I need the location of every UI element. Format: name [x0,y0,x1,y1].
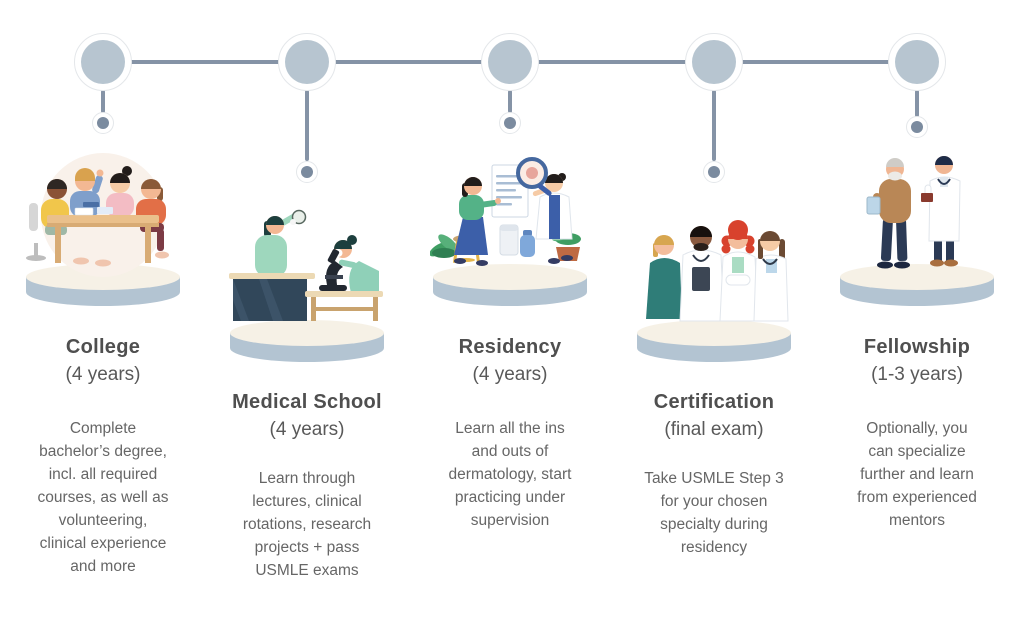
drop-dot-residency [499,112,521,134]
timeline-node-fill [488,40,532,84]
step-title: Residency [458,336,562,358]
timeline-node-fill [895,40,939,84]
drop-dot-fill [504,117,516,129]
drop-dot-fill [708,166,720,178]
timeline-node-fellowship [888,33,946,91]
step-title: Fellowship [863,336,971,358]
drop-dot-certification [703,161,725,183]
medical-school-illustration [229,209,383,321]
pedestal-medical-school [230,320,384,362]
step-title: College [65,336,141,358]
drop-line-medical-school [305,90,309,161]
timeline-node-medical-school [278,33,336,91]
drop-dot-fellowship [906,116,928,138]
drop-dot-fill [301,166,313,178]
pedestal-certification [637,320,791,362]
drop-dot-college [92,112,114,134]
timeline-node-certification [685,33,743,91]
step-duration: (final exam) [664,419,764,440]
drop-line-fellowship [915,90,919,117]
certification-illustration [646,220,789,322]
step-duration: (4 years) [472,364,548,385]
residency-illustration [430,157,581,266]
drop-dot-fill [911,121,923,133]
step-duration: (1-3 years) [871,364,963,385]
step-duration: (4 years) [65,364,141,385]
college-illustration [26,153,169,277]
timeline-node-fill [81,40,125,84]
step-title: Certification [653,391,775,413]
step-duration: (4 years) [269,419,345,440]
drop-dot-fill [97,117,109,129]
drop-dot-medical-school [296,161,318,183]
timeline-node-fill [285,40,329,84]
pedestal-residency [433,264,587,306]
timeline-node-fill [692,40,736,84]
pedestal-college [26,264,180,306]
drop-line-certification [712,90,716,161]
timeline-node-college [74,33,132,91]
timeline-node-residency [481,33,539,91]
drop-line-college [101,90,105,113]
pedestal-fellowship [840,264,994,306]
fellowship-illustration [866,156,961,269]
step-title: Medical School [232,391,382,413]
drop-line-residency [508,90,512,113]
